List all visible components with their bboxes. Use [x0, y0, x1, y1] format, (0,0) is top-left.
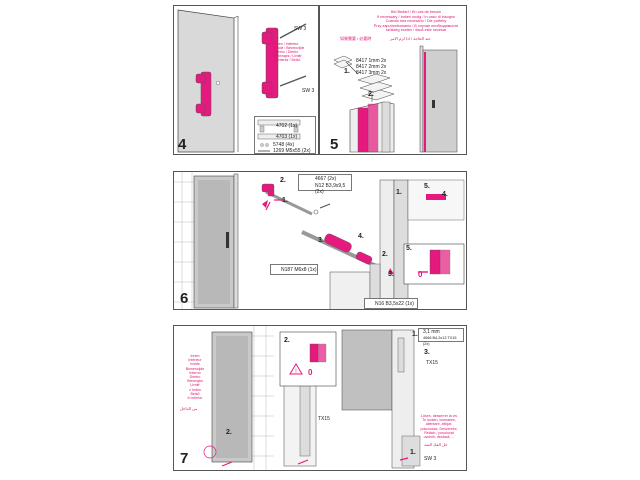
parts-box	[254, 116, 316, 154]
step-7-illustration: !	[203, 326, 421, 470]
label-5: 5.	[424, 183, 430, 190]
part-1269: 1269 M5x55 (2x)	[273, 148, 311, 154]
zero-label: 0	[308, 368, 313, 377]
part-4666: 4666 B4,2x13 TX15 (2x)	[423, 336, 457, 346]
part-5748: 5748 (4x)	[273, 142, 295, 148]
part-n187: N187 M6x8 (1x)	[281, 267, 317, 273]
step-number: 4	[178, 136, 187, 153]
step-5-panel: 5 Bei Bedarf / En cas de besoin If neces…	[319, 5, 467, 155]
label-3: 3.	[424, 349, 430, 356]
label-1: 1.	[412, 331, 418, 338]
handle-inside	[195, 71, 221, 117]
shim-row: 8417 2mm 2x	[356, 64, 387, 70]
step-7-panel: ! 7 Innen Intérieur Inside Binnenzijde I…	[173, 325, 467, 471]
label-1b: 1.	[396, 189, 402, 196]
notice-text: Bei Bedarf / En cas de besoin If necessa…	[373, 10, 459, 33]
label-4b: 4.	[442, 191, 448, 198]
label-1: 1.	[282, 197, 288, 204]
parts-box-left: N187 M6x8 (1x)	[270, 264, 318, 275]
label-2: 2.	[284, 337, 290, 344]
step-6-illustration	[174, 172, 465, 309]
sw-label: SW 3	[424, 456, 437, 462]
part-n16: N16 B3,5x22 (1x)	[375, 301, 414, 307]
part-4703: 4703 (1x)	[276, 134, 298, 140]
label-3: 3.	[318, 237, 324, 244]
label-5b: 5.	[406, 245, 412, 252]
step-4-illustration	[177, 9, 307, 153]
label-2: 2.	[368, 91, 374, 98]
inside-label: Innen Intérieur Inside Binnenzijde Inter…	[185, 354, 205, 401]
loosen-arabic: حل الفك الشد	[424, 442, 448, 447]
zero-label: 0	[418, 270, 423, 279]
label-2b: 2.	[226, 429, 232, 436]
label-1: 1.	[344, 68, 350, 75]
label-4: 4.	[358, 233, 364, 240]
shim-row: 8417 1mm 2x	[356, 58, 387, 64]
part-drill: 3,1 mm	[423, 329, 440, 335]
part-4667: 4667 (2x)	[315, 176, 337, 182]
part-n12: N12 B3,9x9,5 (2x)	[315, 183, 346, 195]
loosen-text: Lösen, desserrer la vis To loosen, losma…	[420, 414, 458, 440]
shim-row: 8417 3mm 2x	[356, 70, 387, 76]
step-4-panel: 4 SW 3 SW 3 Innen / Intérieur Inside / B…	[173, 5, 319, 155]
screw-label-top: SW 3	[294, 26, 307, 32]
shim-list: 8417 1mm 2x 8417 2mm 2x 8417 3mm 2x	[356, 58, 386, 76]
step-number: 7	[180, 450, 189, 467]
parts-box-top: 4667 (2x) N12 B3,9x9,5 (2x)	[298, 174, 352, 195]
tx-label: TX15	[426, 360, 438, 366]
handle-exploded	[261, 27, 279, 99]
label-2b: 2.	[382, 251, 388, 258]
label-3b: 3.	[388, 271, 394, 278]
inside-label: Innen / Intérieur Inside / Binnenzijde I…	[274, 42, 305, 62]
step-5-illustration	[333, 45, 458, 153]
parts-box: 3,1 mm 4666 B4,2x13 TX15 (2x)	[418, 328, 464, 346]
screw-label-bottom: SW 3	[302, 88, 315, 94]
svg-text:!: !	[295, 369, 297, 375]
tx-label-2: TX15	[318, 416, 330, 422]
notice-arabic: عند الحاجة / اذا لزم الامر	[390, 36, 431, 41]
label-1b: 1.	[410, 449, 416, 456]
parts-box-bottom: N16 B3,5x22 (1x)	[364, 298, 418, 309]
step-6-panel: 6 4667 (2x) N12 B3,9x9,5 (2x) N187 M6x8 …	[173, 171, 467, 310]
step-number: 5	[330, 136, 339, 153]
label-2: 2.	[280, 177, 286, 184]
notice-chinese: 如果需要 / 必要時	[340, 36, 372, 41]
part-4702: 4702 (1x)	[276, 123, 298, 129]
step-number: 6	[180, 290, 189, 307]
inside-arabic: من الداخل	[180, 406, 198, 411]
